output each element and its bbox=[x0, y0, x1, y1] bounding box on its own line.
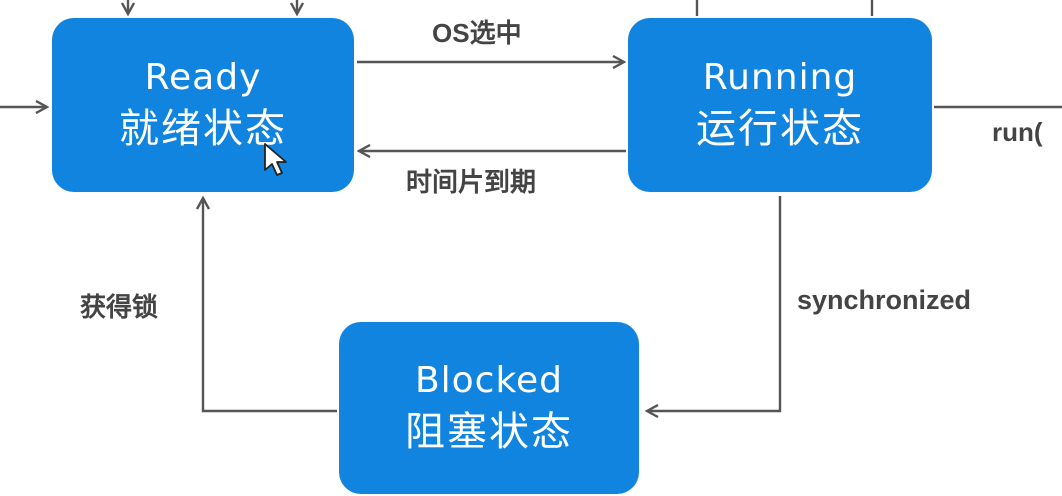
run-label: run( bbox=[992, 117, 1043, 147]
get-lock-arrow bbox=[203, 199, 337, 413]
running-state-en: Running bbox=[702, 57, 858, 98]
ready-state-zh: 就绪状态 bbox=[119, 106, 287, 152]
time-slice-label: 时间片到期 bbox=[406, 167, 537, 197]
running-state-zh: 运行状态 bbox=[696, 106, 864, 152]
running-state-node: Running 运行状态 bbox=[628, 18, 932, 192]
blocked-state-zh: 阻塞状态 bbox=[405, 409, 573, 455]
mouse-pointer-icon bbox=[264, 143, 287, 176]
blocked-state-en: Blocked bbox=[414, 360, 564, 401]
get-lock-label: 获得锁 bbox=[80, 292, 159, 322]
synchronized-label: synchronized bbox=[797, 285, 972, 315]
sync-arrow bbox=[648, 196, 782, 411]
blocked-state-node: Blocked 阻塞状态 bbox=[339, 322, 639, 494]
ready-state-en: Ready bbox=[144, 57, 262, 98]
os-select-label: OS选中 bbox=[432, 18, 522, 48]
ready-state-node: Ready 就绪状态 bbox=[52, 18, 354, 192]
